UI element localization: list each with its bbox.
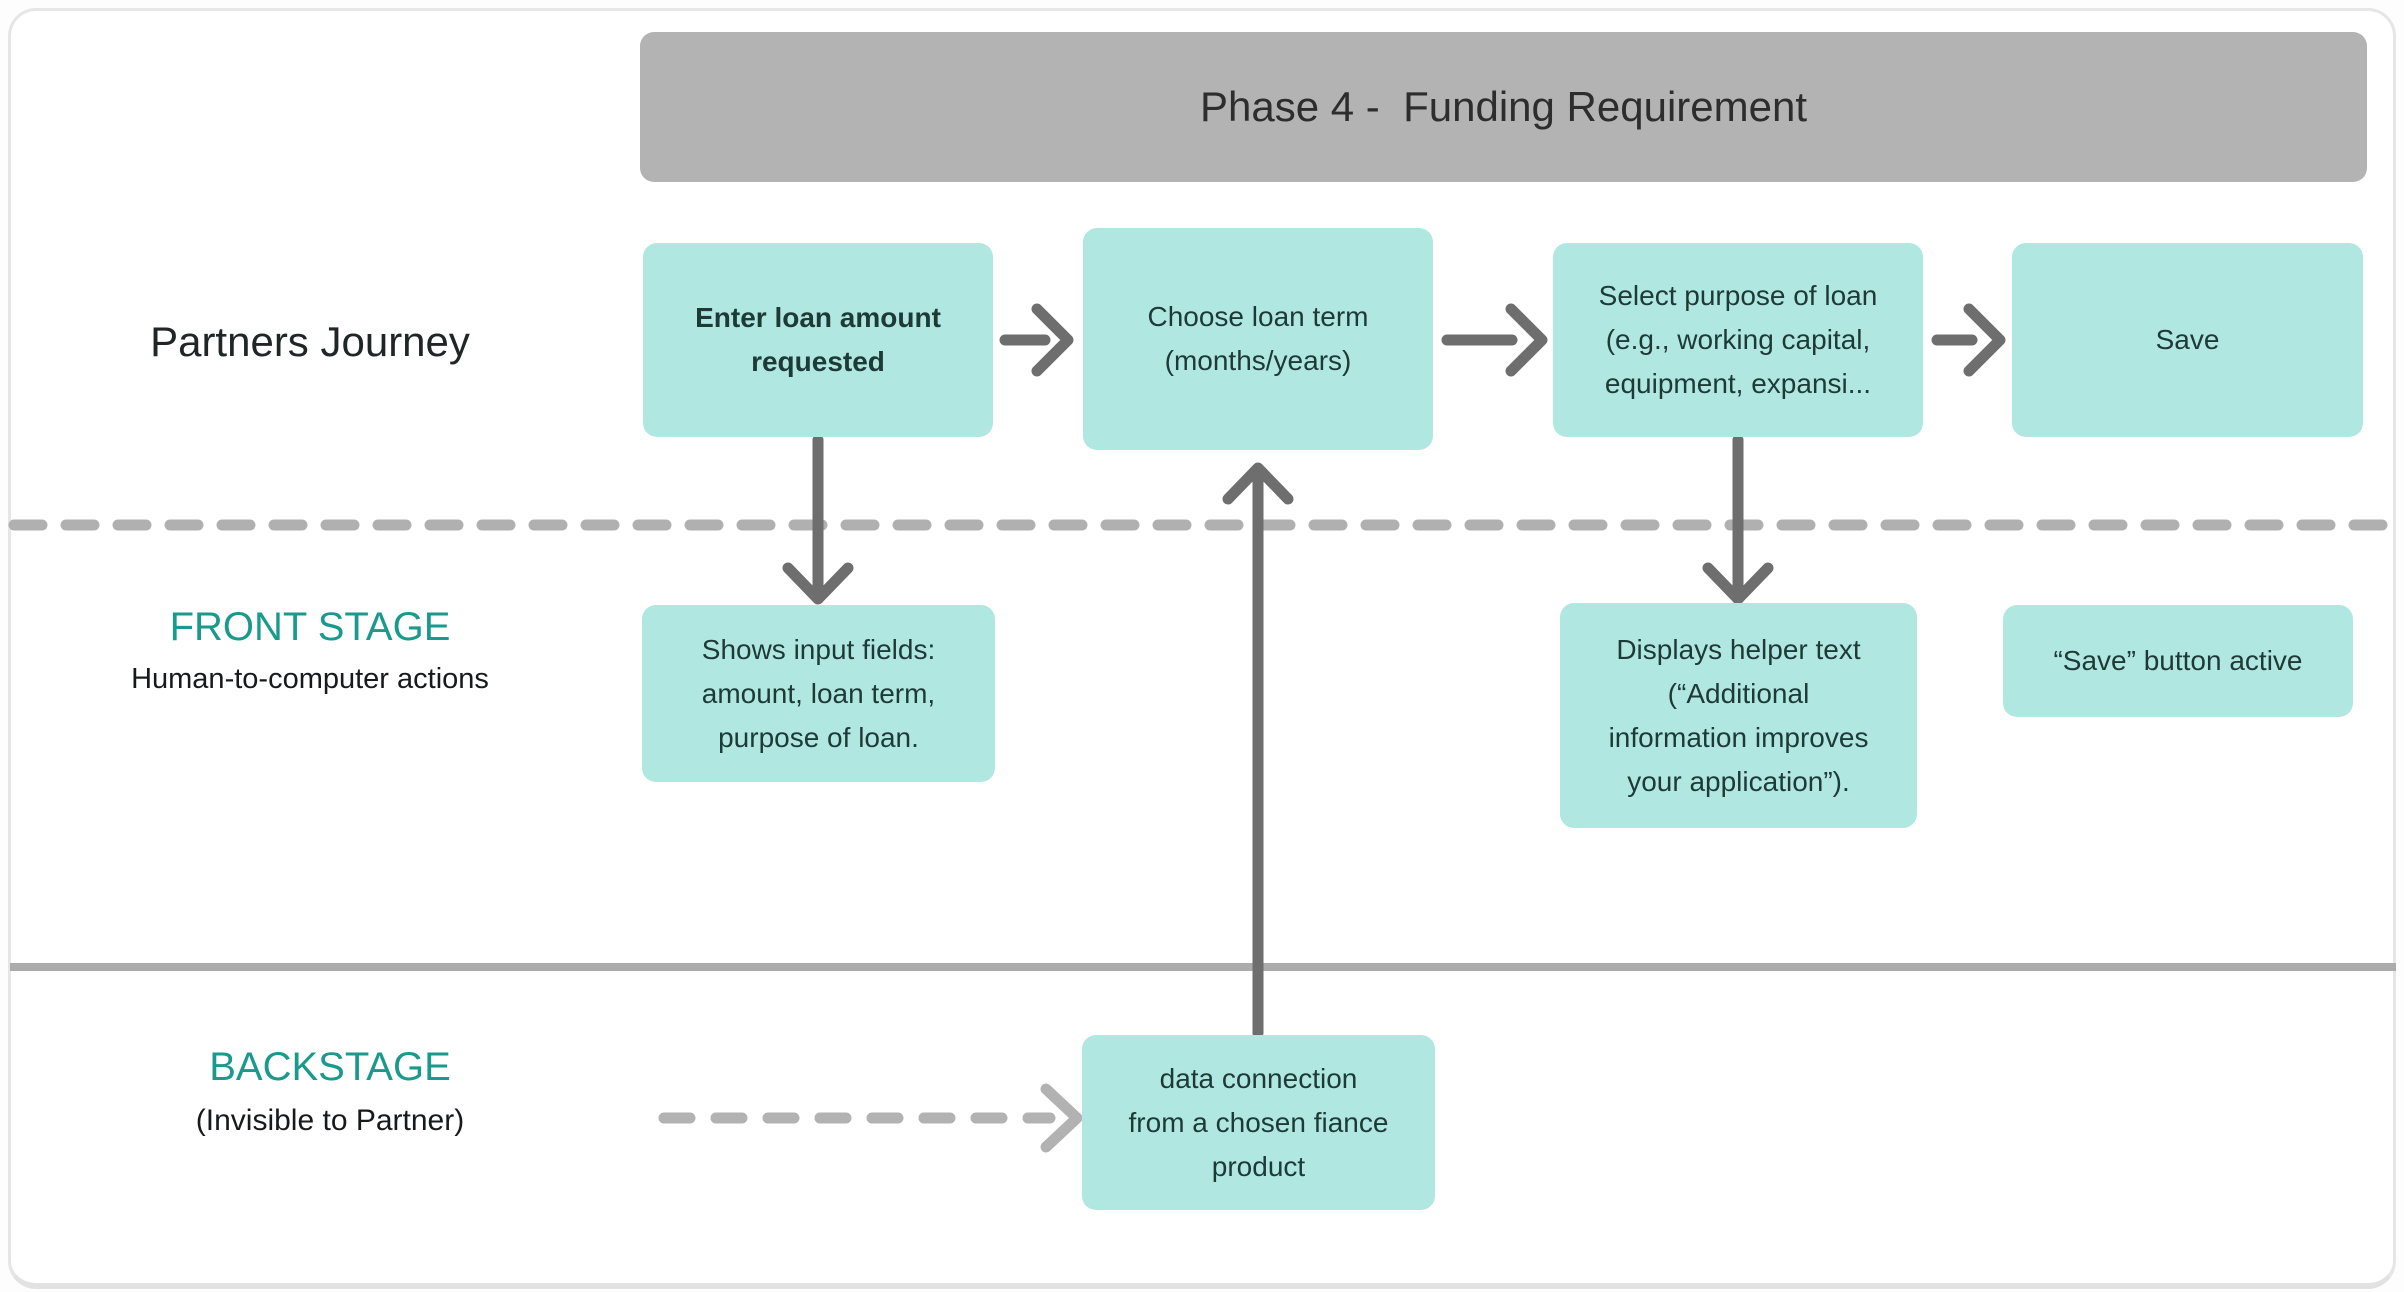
phase-header-bar: Phase 4 - Funding Requirement xyxy=(640,32,2367,182)
phase-title: Phase 4 - Funding Requirement xyxy=(1199,83,1807,130)
lane-label-front-stage: FRONT STAGE xyxy=(169,605,451,649)
frontstage-save-button-active[interactable]: “Save” button active xyxy=(2003,605,2353,717)
frontstage-displays-helper-text[interactable]: Displays helper text (“Additional inform… xyxy=(1560,603,1917,828)
arrow-step2-to-step3 xyxy=(1441,303,1548,377)
arrow-step1-to-step2 xyxy=(999,303,1074,377)
lane-label-partners-journey: Partners Journey xyxy=(150,318,470,365)
journey-step-choose-loan-term[interactable]: Choose loan term (months/years) xyxy=(1083,228,1433,450)
dashed-arrow-into-backstage xyxy=(658,1083,1083,1153)
arrow-step3-down-to-frontstage xyxy=(1702,434,1774,605)
backstage-data-connection[interactable]: data connection from a chosen fiance pro… xyxy=(1082,1035,1435,1210)
arrow-step3-to-step4 xyxy=(1931,303,2006,377)
arrow-step1-down-to-frontstage xyxy=(782,434,854,605)
lane-sublabel-backstage: (Invisible to Partner) xyxy=(195,1104,465,1137)
journey-step-save[interactable]: Save xyxy=(2012,243,2363,437)
lane-label-backstage: BACKSTAGE xyxy=(209,1045,451,1089)
arrow-backstage-up-to-step2 xyxy=(1222,462,1294,1039)
journey-step-select-purpose[interactable]: Select purpose of loan (e.g., working ca… xyxy=(1553,243,1923,437)
journey-step-enter-loan-amount[interactable]: Enter loan amount requested xyxy=(643,243,993,437)
lane-sublabel-front-stage: Human-to-computer actions xyxy=(131,663,489,695)
frontstage-shows-input-fields[interactable]: Shows input fields: amount, loan term, p… xyxy=(642,605,995,782)
